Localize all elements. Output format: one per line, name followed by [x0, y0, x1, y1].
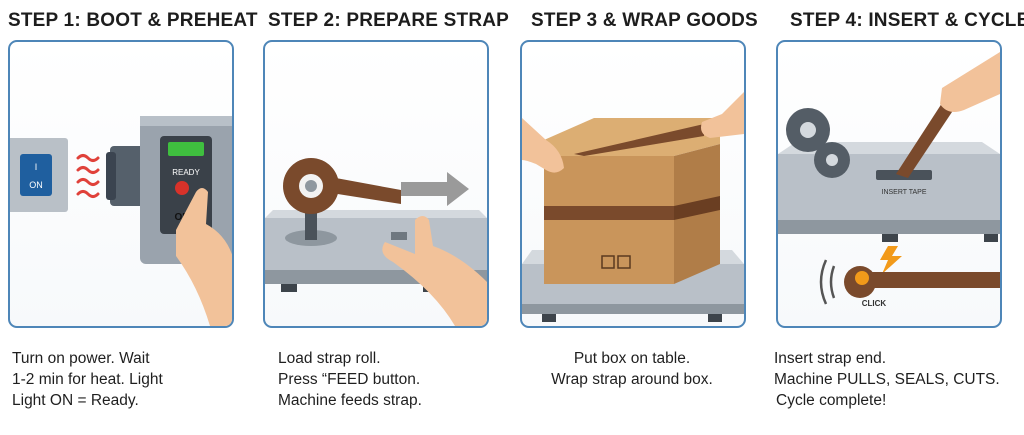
- feed-button: [391, 232, 407, 240]
- power-switch-icon: [20, 154, 52, 196]
- ready-light-icon: [168, 142, 204, 156]
- step-3-caption: Put box on table. Wrap strap around box.: [537, 348, 727, 390]
- strap-end: [850, 272, 1000, 288]
- step-2-caption-line-2: Press “FEED button.: [278, 371, 421, 388]
- heat-waves-icon: [76, 154, 100, 198]
- strap: [896, 100, 956, 178]
- strapping-machine: [778, 154, 1000, 220]
- left-hand-icon: [522, 118, 564, 173]
- step-1-caption-line-1: Turn on power. Wait: [12, 350, 150, 367]
- switch-mark-label: I: [35, 162, 38, 172]
- step-2-caption-line-1: Load strap roll.: [278, 350, 381, 367]
- step-1-title: STEP 1: BOOT & PREHEAT: [8, 10, 258, 31]
- step-1-caption-line-2: 1-2 min for heat. Light: [12, 371, 163, 388]
- step-1-panel: I ON READY ON: [8, 40, 234, 328]
- step-3-caption-line-1: Put box on table.: [573, 350, 691, 367]
- step-3-panel: [520, 40, 746, 328]
- ready-label: READY: [172, 168, 200, 177]
- step-2-caption-line-3: Machine feeds strap.: [278, 392, 422, 409]
- step-4-caption-line-1: Insert strap end.: [774, 350, 887, 367]
- on-label: ON: [175, 212, 190, 223]
- start-button-icon: [175, 181, 189, 195]
- hand-icon: [176, 188, 232, 326]
- step-4-caption-line-3: Cycle complete!: [776, 392, 887, 409]
- fragile-icon: [617, 255, 631, 269]
- hand-icon: [940, 52, 1000, 112]
- step-2-illustration: [265, 158, 487, 326]
- step-2-panel: [263, 40, 489, 328]
- strap: [325, 176, 401, 204]
- step-3-caption-line-2: Wrap strap around box.: [551, 371, 713, 388]
- step-2-caption: Load strap roll. Press “FEED button. Mac…: [278, 348, 422, 411]
- box-top: [544, 118, 720, 156]
- box-strap: [544, 206, 674, 220]
- step-3-title: STEP 3 & WRAP GOODS: [531, 10, 758, 31]
- step-2-title: STEP 2: PREPARE STRAP: [268, 10, 510, 31]
- spark-icon: [880, 246, 902, 274]
- right-hand-icon: [701, 92, 744, 138]
- step-1-illustration: I ON READY ON: [10, 116, 232, 326]
- step-4-caption: Insert strap end. Machine PULLS, SEALS, …: [774, 348, 1000, 411]
- step-1-caption-line-3: Light ON = Ready.: [12, 392, 139, 409]
- step-4-title: STEP 4: INSERT & CYCLE: [790, 10, 1024, 31]
- feed-arrow-icon: [401, 172, 469, 206]
- step-3-illustration: [522, 92, 744, 322]
- switch-on-label: ON: [29, 180, 43, 190]
- click-label: CLICK: [862, 299, 887, 308]
- hand-icon: [382, 216, 487, 326]
- insert-tape-label: INSERT TAPE: [882, 189, 927, 196]
- step-4-caption-line-2: Machine PULLS, SEALS, CUTS.: [774, 371, 1000, 388]
- heater-coupling: [110, 146, 144, 206]
- step-4-illustration: INSERT TAPE CLICK: [778, 52, 1000, 308]
- step-1-caption: Turn on power. Wait 1-2 min for heat. Li…: [12, 348, 163, 411]
- step-4-panel: INSERT TAPE CLICK: [776, 40, 1002, 328]
- this-way-up-icon: [601, 255, 615, 269]
